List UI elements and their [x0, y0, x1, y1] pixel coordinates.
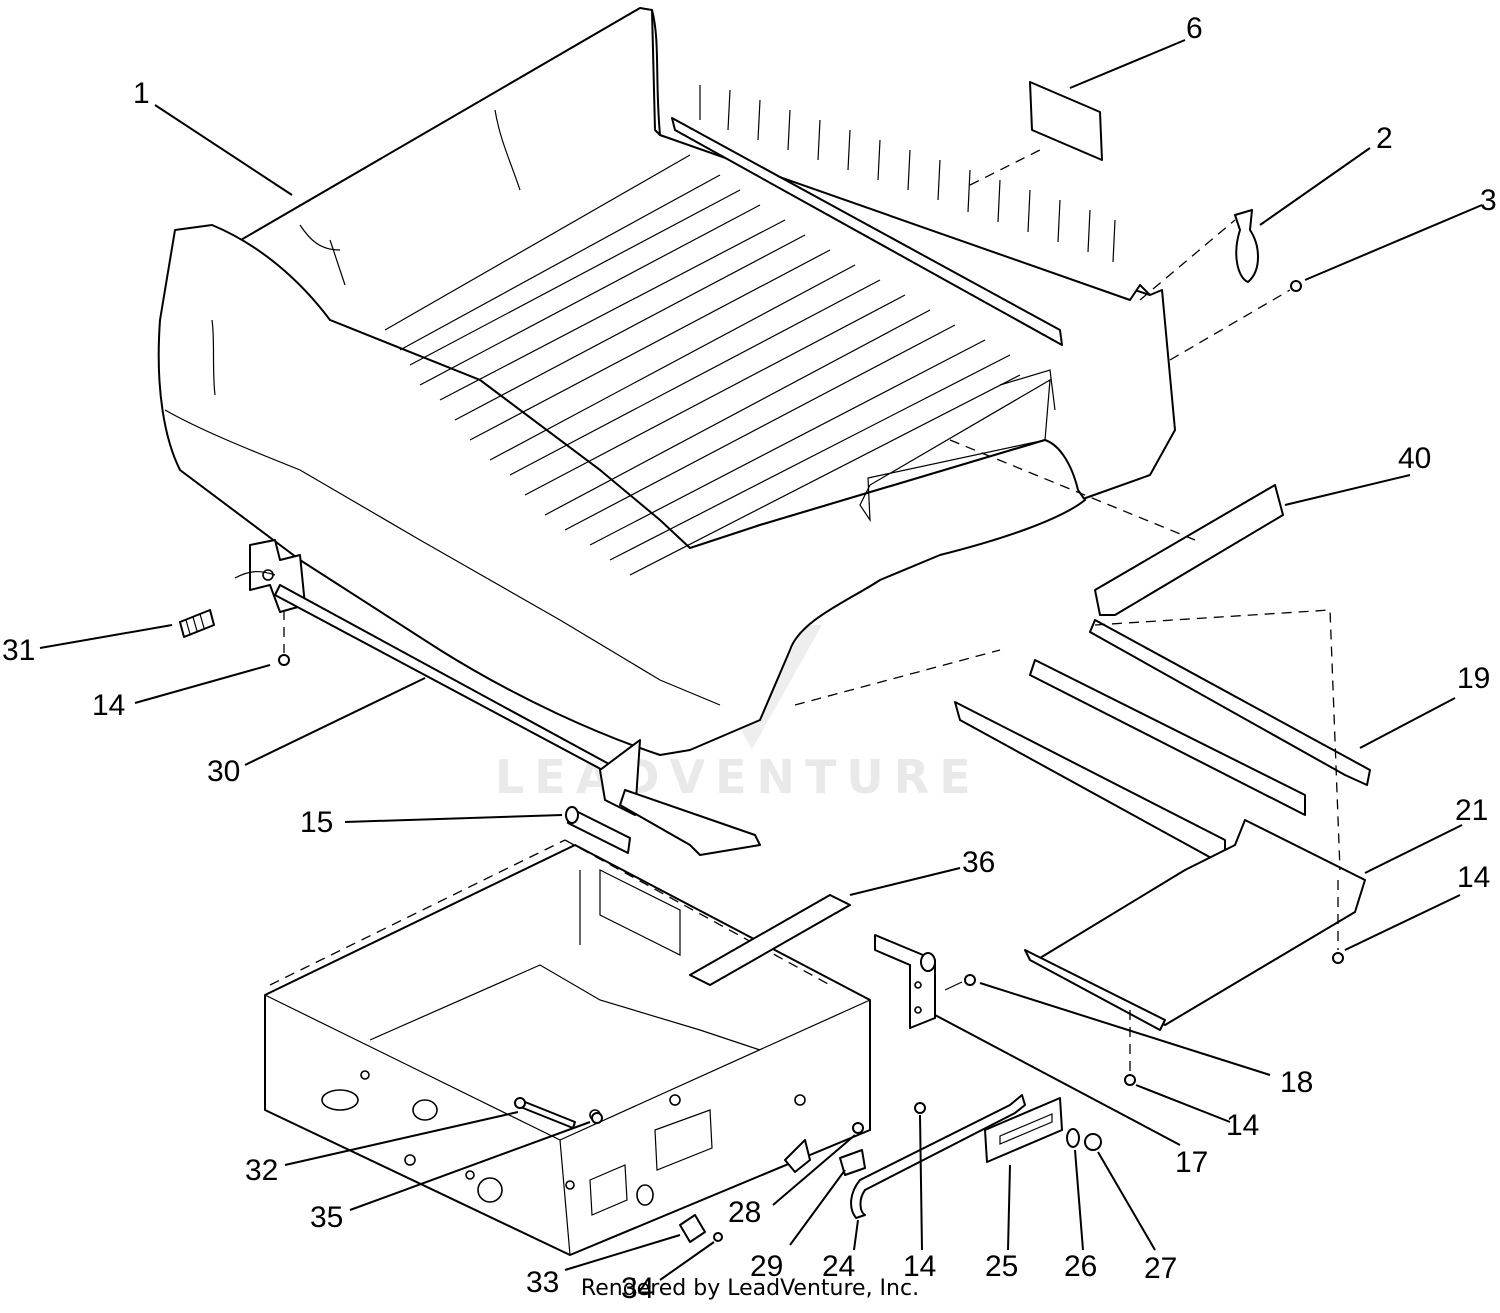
- knob-part-2: [1234, 209, 1259, 283]
- leader-lines: [39, 39, 1483, 1281]
- callout-18: 18: [1280, 1066, 1313, 1099]
- callout-1: 1: [133, 77, 150, 110]
- callout-numbers: 1 6 2 3 40 31 14 30 19 15 36 21 14 18 14…: [2, 12, 1497, 1305]
- screw-part-3: [1290, 280, 1302, 292]
- callout-15: 15: [300, 806, 333, 839]
- callout-14-right: 14: [1457, 861, 1490, 894]
- callout-31: 31: [2, 634, 35, 667]
- seat-ribs: [384, 154, 1021, 576]
- base-frame: [264, 839, 871, 1256]
- callout-14-bottom: 14: [903, 1250, 936, 1283]
- cap-part-27: [1084, 1133, 1102, 1151]
- seat-pan-part-21: [1024, 819, 1366, 1031]
- callout-29: 29: [750, 1250, 783, 1283]
- callout-25: 25: [985, 1250, 1018, 1283]
- callout-14-left: 14: [92, 689, 125, 722]
- callout-19: 19: [1457, 662, 1490, 695]
- pin-part-18: [944, 974, 976, 991]
- callout-36: 36: [962, 846, 995, 879]
- nut-part-35: [591, 1112, 603, 1124]
- bolt-part-14-left: [278, 654, 290, 666]
- callout-27: 27: [1144, 1252, 1177, 1285]
- callout-26: 26: [1064, 1250, 1097, 1283]
- callout-35: 35: [310, 1201, 343, 1234]
- bolt-part-14-lower: [1124, 1074, 1136, 1086]
- clip-part-29: [839, 1149, 866, 1176]
- callout-3: 3: [1480, 184, 1497, 217]
- callout-33: 33: [526, 1266, 559, 1299]
- render-credit: Rendered by LeadVenture, Inc.: [580, 1276, 920, 1301]
- callout-30: 30: [207, 755, 240, 788]
- callout-17: 17: [1175, 1146, 1208, 1179]
- callout-40: 40: [1398, 442, 1431, 475]
- watermark-text: LEADVENTURE: [495, 750, 981, 804]
- slide-rails-part-19: [954, 619, 1371, 861]
- callout-21: 21: [1455, 794, 1488, 827]
- rod-part-30: [274, 584, 761, 856]
- bolt-part-14-right: [1332, 952, 1344, 964]
- strip-part-36: [689, 894, 851, 986]
- callout-14-mid: 14: [1226, 1109, 1259, 1142]
- callout-24: 24: [822, 1250, 855, 1283]
- callout-28: 28: [728, 1196, 761, 1229]
- callout-32: 32: [245, 1154, 278, 1187]
- bracket-part-28: [784, 1122, 864, 1173]
- pivot-tube-part-15: [565, 806, 631, 854]
- callout-2: 2: [1376, 122, 1393, 155]
- rod-part-24: [850, 1094, 1026, 1219]
- seat-part-1: [157, 7, 1176, 756]
- hinge-part-17: [874, 934, 936, 1029]
- bumper-part-33: [679, 1214, 706, 1243]
- backrest-pleats: [699, 85, 1116, 263]
- spring-part-31: [179, 609, 215, 638]
- callout-34: 34: [621, 1272, 654, 1305]
- washer-part-26: [1066, 1128, 1080, 1148]
- handle-part-25: [984, 1097, 1063, 1163]
- plate-part-40: [1094, 484, 1284, 616]
- bolt-part-14-bottom: [914, 1102, 926, 1114]
- callout-6: 6: [1186, 12, 1203, 45]
- label-part-6: [1029, 81, 1103, 161]
- screw-part-34: [713, 1232, 723, 1242]
